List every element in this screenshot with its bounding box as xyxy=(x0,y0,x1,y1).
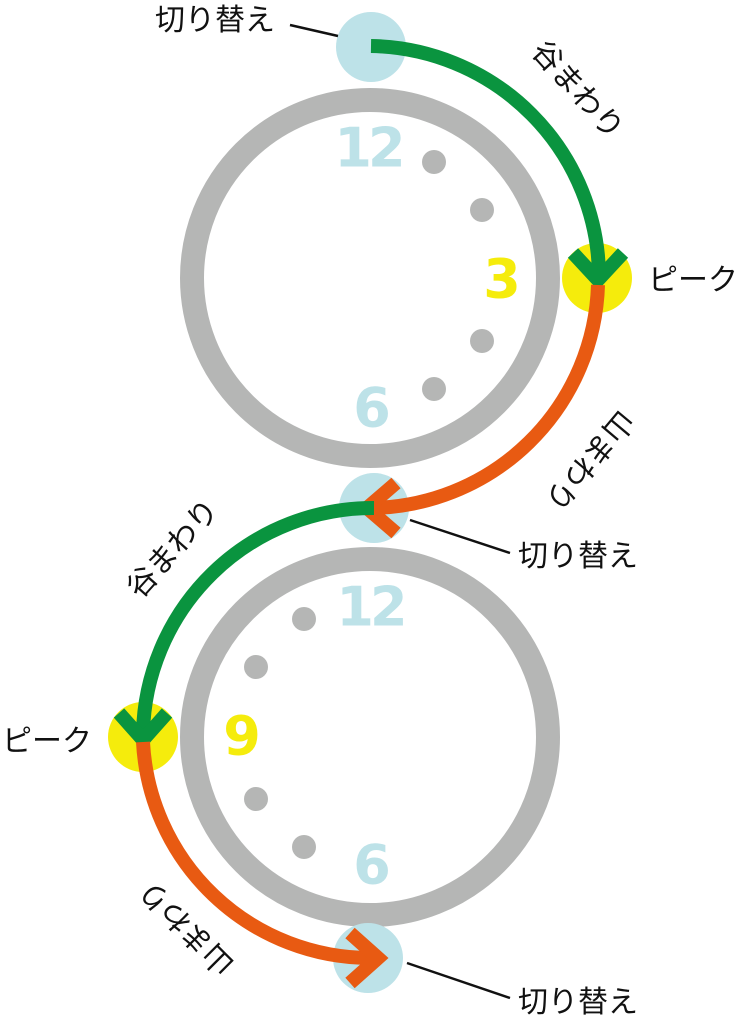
bottom-clock: 12 9 6 xyxy=(180,547,560,927)
leader-line xyxy=(289,23,339,38)
hour-3: 3 xyxy=(483,248,517,311)
hour-9: 9 xyxy=(223,705,258,768)
peak-label-left: ピーク xyxy=(2,724,92,759)
mountain-arrow-bottom xyxy=(136,741,371,965)
valley-label-bottom: 谷まわり xyxy=(120,493,226,606)
peak-label-right: ピーク xyxy=(648,263,738,298)
arrowhead-down-icon xyxy=(567,248,629,291)
switch-label-bottom: 切り替え xyxy=(518,985,638,1020)
hour-dot xyxy=(470,329,494,353)
hour-dot xyxy=(244,655,268,679)
hour-dot xyxy=(292,835,316,859)
hour-dot xyxy=(292,607,316,631)
valley-arrow-top xyxy=(370,39,606,276)
hour-dot xyxy=(470,198,494,222)
hour-6: 6 xyxy=(353,377,388,440)
hour-6: 6 xyxy=(353,834,388,897)
top-clock: 12 3 6 xyxy=(180,88,560,468)
clock-ring xyxy=(180,547,560,927)
hour-dot xyxy=(422,377,446,401)
mountain-arrow-top xyxy=(369,284,605,515)
leader-line xyxy=(409,518,511,555)
switch-label-middle: 切り替え xyxy=(518,539,638,574)
mountain-label-bottom: 山まわり xyxy=(132,872,242,982)
hour-12: 12 xyxy=(334,117,401,180)
hour-dot xyxy=(244,787,268,811)
clock-ring xyxy=(180,88,560,468)
switch-label-top: 切り替え xyxy=(155,3,275,38)
valley-arrow-bottom xyxy=(136,500,375,734)
arrowhead-right-icon xyxy=(345,927,389,989)
hour-dot xyxy=(422,150,446,174)
leader-line xyxy=(406,961,511,1000)
hour-12: 12 xyxy=(336,576,403,639)
arrowhead-down-icon xyxy=(113,708,173,751)
